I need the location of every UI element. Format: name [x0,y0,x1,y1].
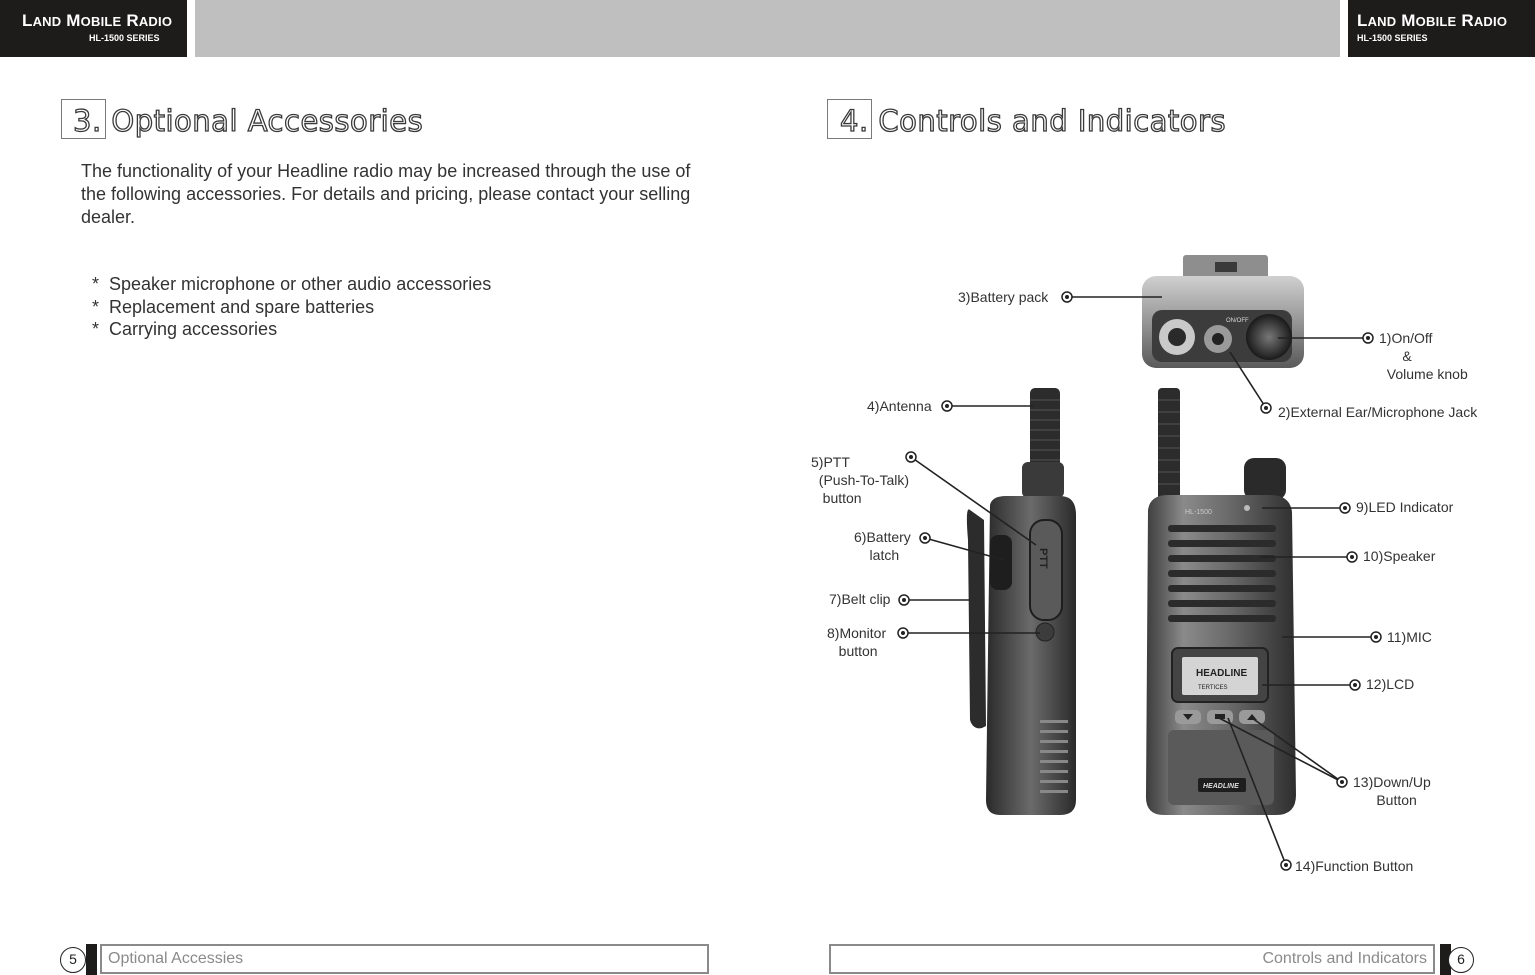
series-label: HL-1500 SERIES [1357,33,1428,43]
header-left: LAND MOBILE RADIO HL-1500 SERIES [0,0,187,57]
callout-dot-centers [901,295,1378,867]
brand-title: LAND MOBILE RADIO [1357,11,1508,30]
callout-battery-latch: 6)Battery latch [854,529,911,563]
header-band [195,0,1340,57]
footer-bar [86,944,97,975]
series-label: HL-1500 SERIES [89,33,160,43]
callout-speaker: 10)Speaker [1363,548,1436,564]
radio-top-view: ON/OFF [1142,255,1304,368]
ptt-letters: PTT [1037,548,1049,569]
radio-front-view: HL-1500 HEADLINE TERTICES HEADLINE [1145,388,1296,815]
page-number: 6 [1448,947,1474,973]
brand-title: LAND MOBILE RADIO [22,11,173,30]
model-marking: HL-1500 [1185,509,1212,516]
list-item: Speaker microphone or other audio access… [92,273,491,296]
callout-ext-jack: 2)External Ear/Microphone Jack [1278,404,1478,420]
list-item: Replacement and spare batteries [92,296,491,319]
list-item: Carrying accessories [92,318,491,341]
header-right: LAND MOBILE RADIO HL-1500 SERIES [1348,0,1535,57]
lcd-sub-text: TERTICES [1198,685,1228,691]
callout-monitor-button: 8)Monitor button [827,625,887,659]
callout-mic: 11)MIC [1387,629,1432,645]
callout-led-indicator: 9)LED Indicator [1356,499,1454,515]
accessory-list: Speaker microphone or other audio access… [92,273,491,341]
callout-lcd: 12)LCD [1366,676,1415,692]
footer-bar [1440,944,1451,975]
footer-label: Controls and Indicators [829,944,1435,974]
callout-on-off-volume: 1)On/Off & Volume knob [1379,330,1468,382]
callout-function-button: 14)Function Button [1295,858,1414,874]
page-number: 5 [60,947,86,973]
onoff-marking: ON/OFF [1226,318,1249,324]
footer-label: Optional Accessies [100,944,709,974]
section-number-box [61,99,106,139]
callout-battery-pack: 3)Battery pack [958,289,1049,305]
section-title-accessories: 3. Optional Accessories [72,103,424,138]
lcd-brand-text: HEADLINE [1196,668,1247,679]
callout-antenna: 4)Antenna [867,398,932,414]
radio-side-view: PTT [966,388,1076,815]
callout-belt-clip: 7)Belt clip [829,591,891,607]
intro-paragraph: The functionality of your Headline radio… [81,161,691,227]
callout-ptt: 5)PTT (Push-To-Talk) button [811,454,910,506]
section-title-controls: 4. Controls and Indicators [839,103,1227,138]
front-logo: HEADLINE [1203,783,1239,790]
section-number-box [827,99,872,139]
callout-leaders [903,296,1376,866]
callout-down-up: 13)Down/Up Button [1353,774,1431,808]
